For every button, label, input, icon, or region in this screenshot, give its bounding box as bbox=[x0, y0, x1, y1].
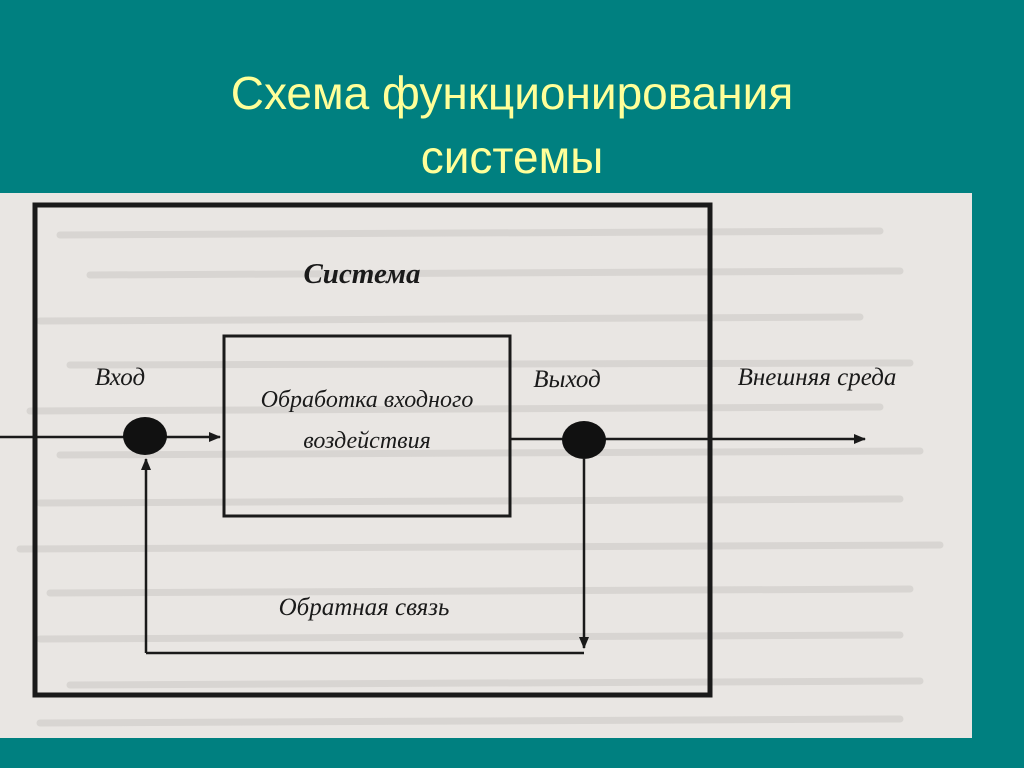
process-label-line-2: воздействия bbox=[303, 428, 430, 454]
slide-title: Схема функционирования системы bbox=[0, 61, 1024, 189]
slide-title-line-1: Схема функционирования bbox=[230, 66, 794, 119]
input-label: Вход bbox=[95, 364, 145, 391]
feedback-label: Обратная связь bbox=[279, 594, 450, 621]
background-texture bbox=[16, 227, 944, 727]
system-boundary-box bbox=[32, 202, 713, 698]
environment-label: Внешняя среда bbox=[738, 364, 897, 391]
input-node bbox=[123, 417, 167, 455]
system-label: Система bbox=[303, 258, 420, 290]
output-label: Выход bbox=[533, 366, 601, 393]
output-node bbox=[562, 421, 606, 459]
feedback-loop bbox=[141, 458, 589, 655]
slide-title-line-2: системы bbox=[420, 130, 604, 183]
process-box bbox=[222, 334, 512, 518]
diagram-panel: Система Обработка входного воздействия В… bbox=[0, 193, 972, 738]
system-diagram: Система Обработка входного воздействия В… bbox=[0, 202, 944, 727]
process-label-line-1: Обработка входного bbox=[261, 387, 474, 413]
